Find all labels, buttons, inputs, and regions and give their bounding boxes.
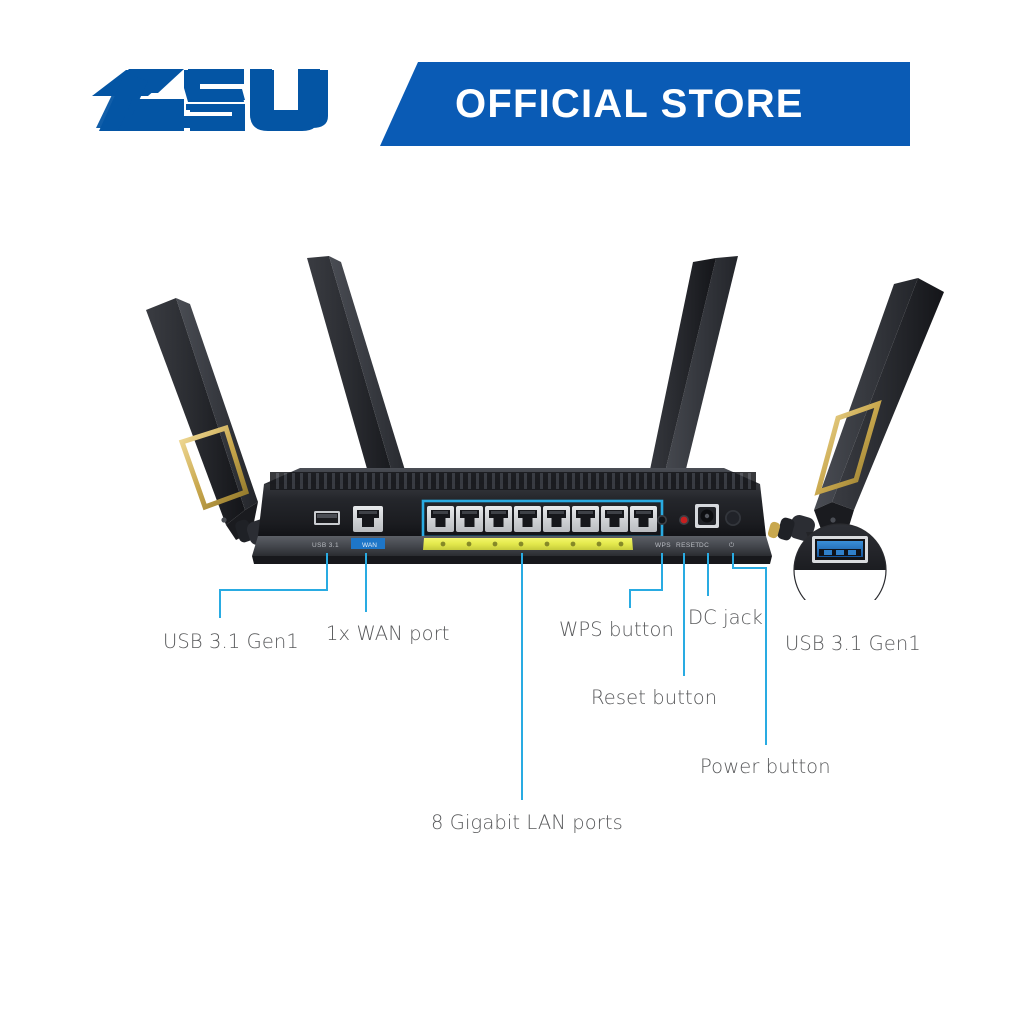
svg-text:⏻: ⏻ [729,542,735,549]
usb-inset-connector [812,536,868,563]
callout-label-power: Power button [700,755,831,778]
header: OFFICIAL STORE [0,0,1024,180]
port-labels-printed: USB 3.1 WPS RESET DC ⏻ [312,542,735,549]
callout-label-usb-left: USB 3.1 Gen1 [163,630,299,653]
official-store-text: OFFICIAL STORE [455,82,804,126]
vent-grill [270,472,756,490]
svg-text:USB 3.1: USB 3.1 [312,542,339,549]
asus-wordmark [99,69,320,131]
dc-jack [695,504,719,528]
wan-port [353,506,383,532]
usb-inset-bubble [793,523,887,600]
antenna-right-outer [767,278,944,541]
callout-label-usb-inset: USB 3.1 Gen1 [785,632,921,655]
reset-button [679,515,689,525]
antenna-left-outer [146,298,280,546]
svg-text:WAN: WAN [362,542,377,549]
power-button [725,510,741,526]
svg-text:WPS: WPS [655,542,671,549]
callout-label-reset: Reset button [591,686,718,709]
callout-label-lan: 8 Gigabit LAN ports [431,811,623,834]
callout-label-wps: WPS button [559,618,674,641]
router-product-image: USB 3.1 WPS RESET DC ⏻ WAN [146,256,944,600]
official-store-banner [380,62,910,146]
router-body: USB 3.1 WPS RESET DC ⏻ WAN [252,468,772,564]
svg-text:RESET: RESET [676,542,700,549]
wps-button [657,515,667,525]
callout-label-wan: 1x WAN port [326,622,450,645]
wan-badge [351,538,385,549]
led-indicator-strip [423,538,633,550]
lan-port-group [421,499,664,539]
usb-port [314,511,340,525]
svg-text:DC: DC [699,542,709,549]
callout-label-dcjack: DC jack [688,606,763,629]
